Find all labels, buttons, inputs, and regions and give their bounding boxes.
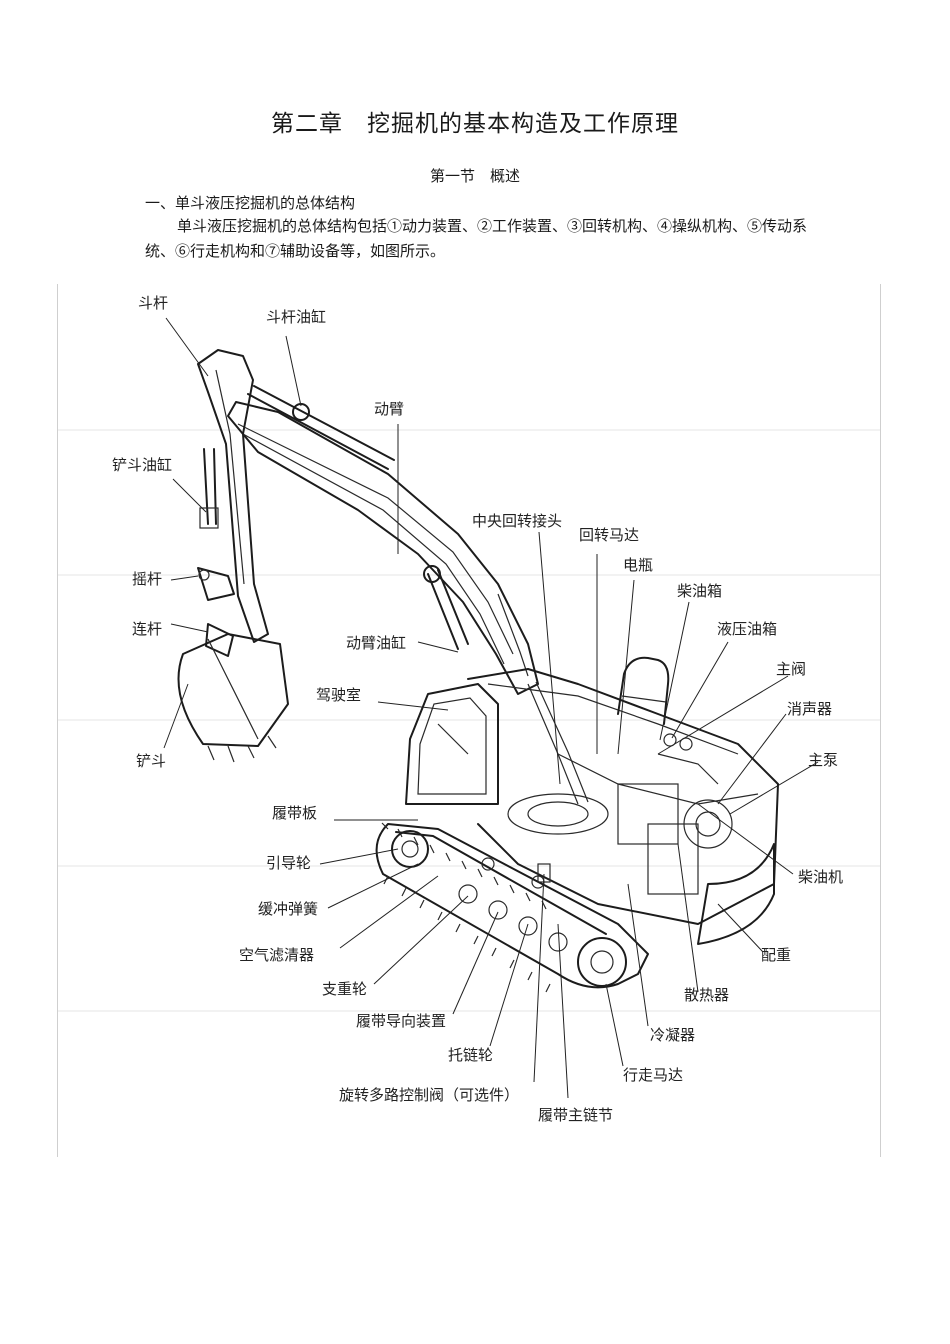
label-chandou-yougang: 铲斗油缸 [112, 456, 172, 474]
label-dougan-yougang: 斗杆油缸 [266, 308, 326, 326]
subsection-heading: 一、单斗液压挖掘机的总体结构 [145, 194, 356, 212]
label-chaiyouji: 柴油机 [798, 868, 843, 886]
label-sanreqi: 散热器 [684, 986, 729, 1004]
label-lvdai-zhulianjie: 履带主链节 [538, 1106, 613, 1124]
label-zhufa: 主阀 [776, 660, 806, 678]
label-tuolianlun: 托链轮 [448, 1046, 493, 1064]
body-paragraph: 单斗液压挖掘机的总体结构包括①动力装置、②工作装置、③回转机构、④操纵机构、⑤传… [145, 217, 808, 260]
label-yeya-youxiang: 液压油箱 [717, 620, 777, 638]
label-zhubeng: 主泵 [808, 751, 838, 769]
chapter-title: 第二章 挖掘机的基本构造及工作原理 [271, 111, 679, 137]
label-chaiyouxiang: 柴油箱 [677, 582, 722, 600]
label-chandou: 铲斗 [136, 752, 166, 770]
label-xuanzhuan-kongzhifa: 旋转多路控制阀（可选件） [339, 1086, 519, 1104]
figure-labels: 斗杆 斗杆油缸 动臂 铲斗油缸 中央回转接头 回转马达 电瓶 柴油箱 摇杆 液压… [112, 294, 843, 1124]
label-lvdaiban: 履带板 [272, 804, 317, 822]
label-yaogan: 摇杆 [132, 570, 162, 588]
label-dongbi: 动臂 [374, 400, 404, 418]
label-dianping: 电瓶 [623, 556, 653, 574]
label-dongbi-yougang: 动臂油缸 [346, 634, 406, 652]
label-huizhuan-mada: 回转马达 [579, 526, 639, 544]
label-peizhong: 配重 [761, 946, 791, 964]
label-kongqi-lvqingqi: 空气滤清器 [239, 946, 314, 964]
leader-lines [163, 317, 819, 1099]
label-yindaolun: 引导轮 [266, 854, 311, 872]
label-lvdai-daoxiang: 履带导向装置 [356, 1012, 446, 1030]
label-zhizhonglun: 支重轮 [322, 980, 367, 998]
label-huanchong-tanhuang: 缓冲弹簧 [258, 900, 318, 918]
label-liangan: 连杆 [132, 620, 162, 638]
label-xingzou-mada: 行走马达 [623, 1066, 683, 1084]
section-title: 第一节 概述 [429, 167, 520, 185]
excavator-drawing [177, 349, 779, 993]
label-xiaoshengqi: 消声器 [787, 700, 832, 718]
label-lengningqi: 冷凝器 [650, 1026, 695, 1044]
label-zhongyang-huizhuan-jietou: 中央回转接头 [472, 512, 562, 530]
label-jiashishi: 驾驶室 [316, 686, 361, 704]
scan-lines [58, 429, 880, 1012]
label-dougan: 斗杆 [138, 294, 168, 312]
excavator-figure: 斗杆 斗杆油缸 动臂 铲斗油缸 中央回转接头 回转马达 电瓶 柴油箱 摇杆 液压… [57, 284, 881, 1157]
excavator-diagram: 斗杆 斗杆油缸 动臂 铲斗油缸 中央回转接头 回转马达 电瓶 柴油箱 摇杆 液压… [58, 294, 880, 1124]
